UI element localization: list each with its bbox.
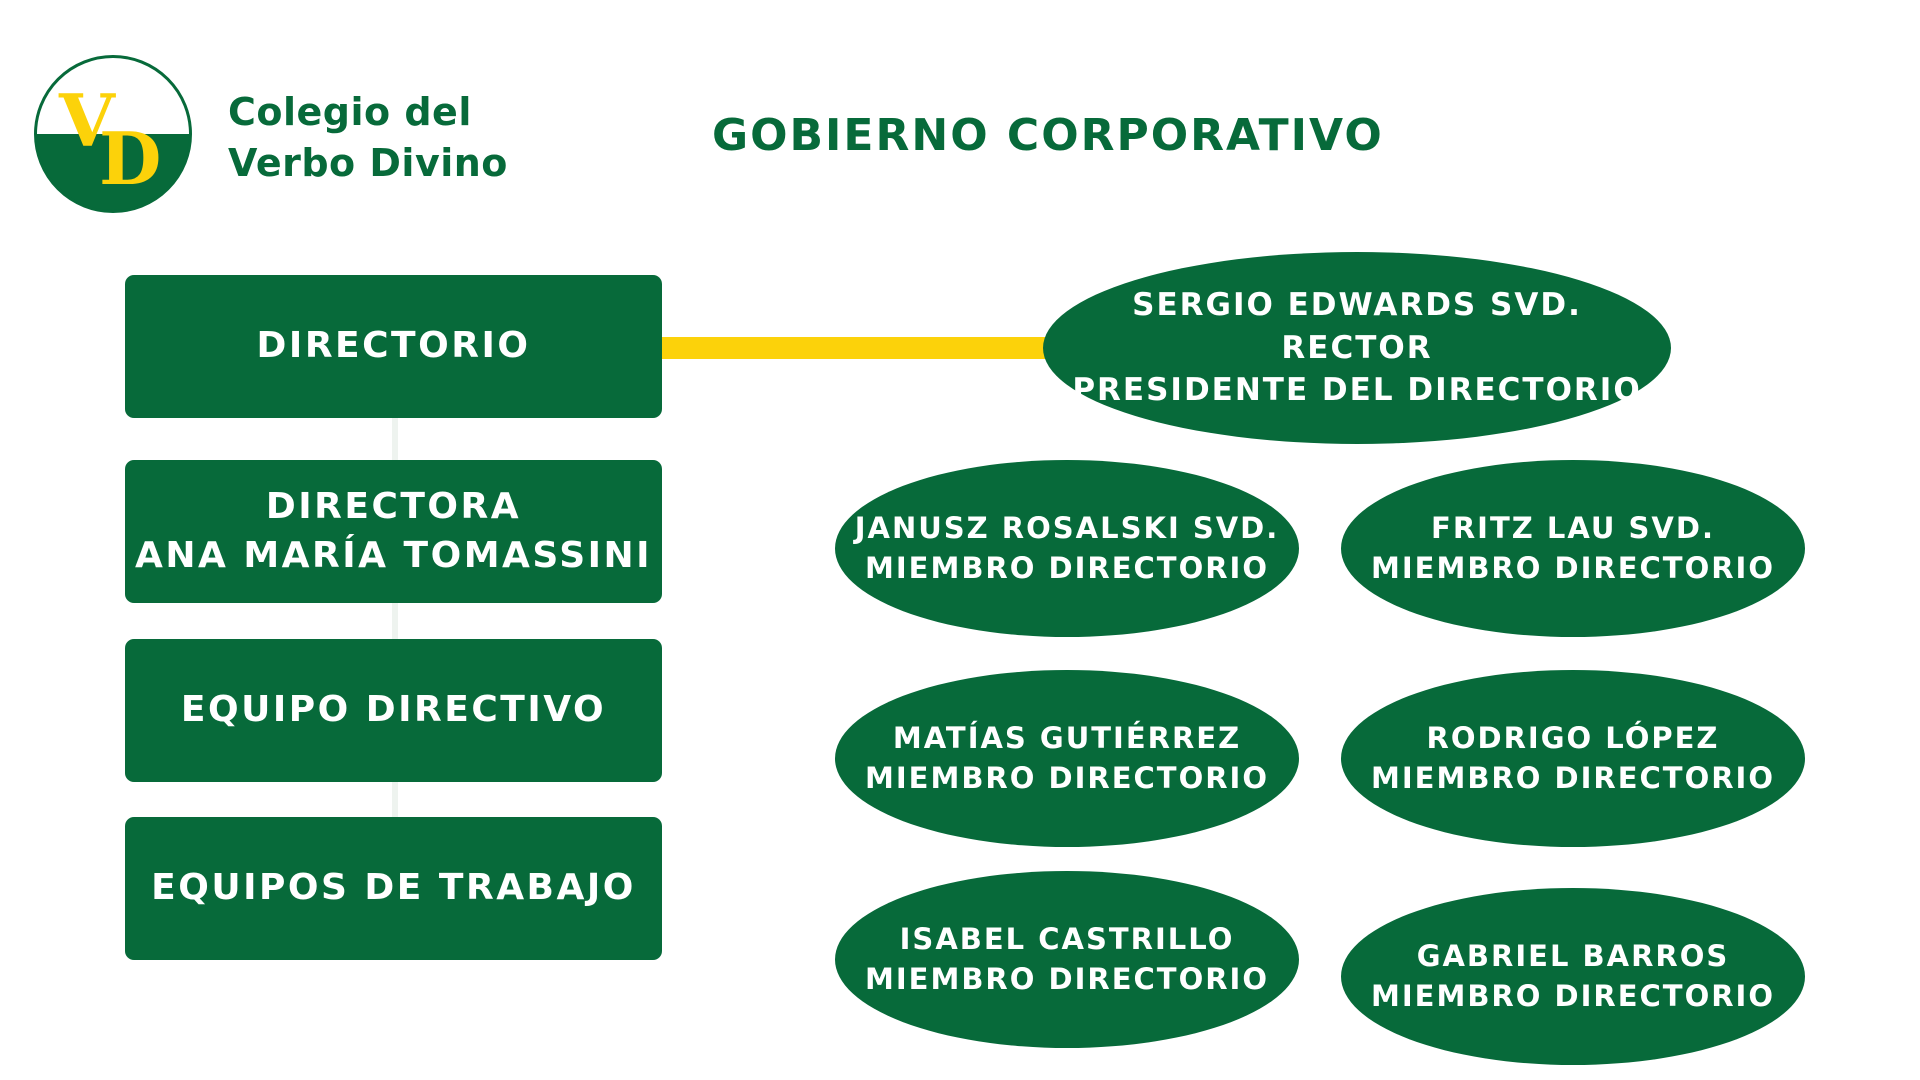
president-name: SERGIO EDWARDS SVD. [1132, 286, 1582, 323]
directorio-connector-line [662, 337, 1052, 359]
president-role-rector: RECTOR [1281, 329, 1433, 366]
equipo-directivo-box: EQUIPO DIRECTIVO [125, 639, 662, 782]
page-title: GOBIERNO CORPORATIVO [712, 110, 1384, 161]
member-role: MIEMBRO DIRECTORIO [1371, 978, 1775, 1013]
svg-text:D: D [99, 116, 161, 201]
school-logo: V D [34, 55, 192, 213]
school-name-line1: Colegio del [228, 90, 472, 134]
member-oval: RODRIGO LÓPEZ MIEMBRO DIRECTORIO [1341, 670, 1805, 847]
member-oval: FRITZ LAU SVD. MIEMBRO DIRECTORIO [1341, 460, 1805, 637]
member-name: JANUSZ ROSALSKI SVD. [854, 511, 1280, 546]
member-name: GABRIEL BARROS [1416, 939, 1730, 974]
vertical-connector [392, 418, 398, 818]
member-name: ISABEL CASTRILLO [899, 922, 1235, 957]
directora-title: DIRECTORA [265, 485, 522, 527]
directora-box: DIRECTORA ANA MARÍA TOMASSINI [125, 460, 662, 603]
equipo-directivo-label: EQUIPO DIRECTIVO [180, 689, 607, 731]
member-oval: JANUSZ ROSALSKI SVD. MIEMBRO DIRECTORIO [835, 460, 1299, 637]
directorio-box: DIRECTORIO [125, 275, 662, 418]
president-role-presidente: PRESIDENTE DEL DIRECTORIO [1072, 372, 1642, 409]
member-oval: GABRIEL BARROS MIEMBRO DIRECTORIO [1341, 888, 1805, 1065]
equipos-trabajo-label: EQUIPOS DE TRABAJO [151, 867, 636, 909]
member-name: FRITZ LAU SVD. [1431, 511, 1715, 546]
member-oval: MATÍAS GUTIÉRREZ MIEMBRO DIRECTORIO [835, 670, 1299, 847]
president-oval: SERGIO EDWARDS SVD. RECTOR PRESIDENTE DE… [1043, 252, 1671, 444]
member-name: RODRIGO LÓPEZ [1426, 721, 1720, 756]
directorio-label: DIRECTORIO [256, 325, 531, 367]
vd-monogram-icon: V D [58, 78, 161, 201]
member-role: MIEMBRO DIRECTORIO [865, 961, 1269, 996]
member-role: MIEMBRO DIRECTORIO [865, 550, 1269, 585]
equipos-trabajo-box: EQUIPOS DE TRABAJO [125, 817, 662, 960]
member-name: MATÍAS GUTIÉRREZ [892, 721, 1242, 756]
member-role: MIEMBRO DIRECTORIO [865, 760, 1269, 795]
member-role: MIEMBRO DIRECTORIO [1371, 550, 1775, 585]
directora-name: ANA MARÍA TOMASSINI [134, 534, 653, 576]
school-name-line2: Verbo Divino [228, 141, 508, 185]
svg-text:V: V [58, 78, 116, 163]
member-role: MIEMBRO DIRECTORIO [1371, 760, 1775, 795]
member-oval: ISABEL CASTRILLO MIEMBRO DIRECTORIO [835, 871, 1299, 1048]
